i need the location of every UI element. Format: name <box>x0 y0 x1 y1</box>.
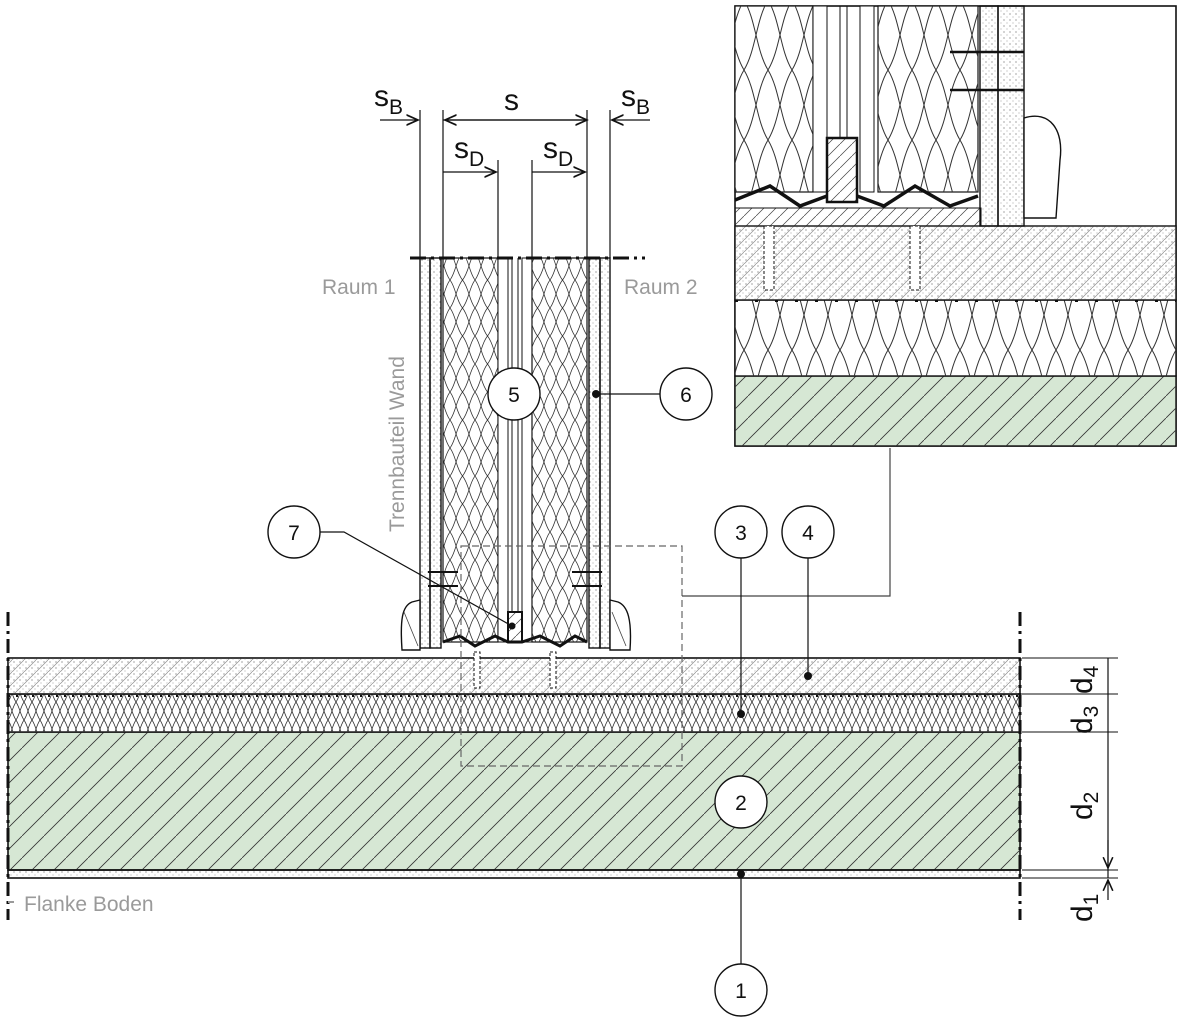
right-dimensions: d4 d3 d2 d1 <box>1022 657 1118 922</box>
dim-sb-right: sB <box>621 80 650 119</box>
svg-text:4: 4 <box>802 522 814 545</box>
callout-6 <box>659 367 713 421</box>
svg-text:1: 1 <box>735 980 747 1003</box>
svg-text:2: 2 <box>735 792 747 815</box>
callout-4 <box>781 505 835 559</box>
svg-text:6: 6 <box>680 384 692 407</box>
label-room-1: Raum 1 <box>322 276 396 299</box>
svg-text:5: 5 <box>508 384 520 407</box>
callouts: 1 2 3 4 5 6 7 <box>267 367 835 1017</box>
callout-2 <box>714 775 768 829</box>
partition-wall <box>400 256 645 689</box>
callout-7 <box>267 505 321 559</box>
top-dimensions: sB s sB sD sD <box>374 80 650 258</box>
label-floor: Flanke Boden <box>24 893 154 916</box>
ceiling-finish-layer <box>7 869 1021 879</box>
dim-d2: d2 <box>1066 792 1103 820</box>
dim-d1: d1 <box>1066 894 1103 922</box>
dim-sb-left: sB <box>374 80 403 119</box>
dim-d4: d4 <box>1066 665 1103 694</box>
svg-text:3: 3 <box>735 522 747 545</box>
dim-d3: d3 <box>1066 706 1103 734</box>
callout-5 <box>487 367 541 421</box>
label-room-2: Raum 2 <box>624 276 698 299</box>
callout-3 <box>714 505 768 559</box>
floor-construction <box>6 612 1022 920</box>
svg-text:7: 7 <box>288 522 300 545</box>
detail-inset <box>734 5 1177 447</box>
label-wall: Trennbauteil Wand <box>386 356 409 532</box>
dim-sd-right: sD <box>543 132 573 171</box>
detail-frame <box>460 545 683 767</box>
dim-sd-left: sD <box>454 132 484 171</box>
callout-1 <box>714 963 768 1017</box>
dim-s: s <box>504 84 519 117</box>
